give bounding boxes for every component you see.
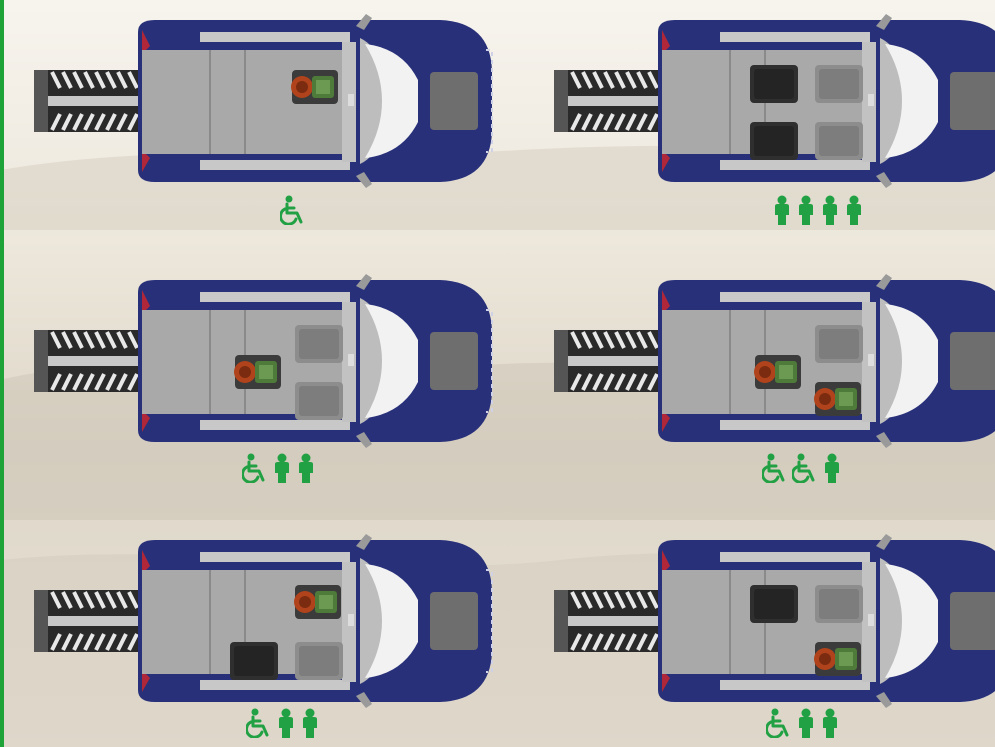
vehicle-config-5 [30,530,500,712]
person-icon [822,453,842,483]
wheelchair-user [294,585,341,619]
capacity-icons-config-4 [762,453,842,483]
front-seat [295,382,343,420]
wheelchair-icon [242,453,268,483]
ramp [34,70,148,132]
person-icon [296,453,316,483]
person-icon [272,453,292,483]
capacity-icons-config-6 [766,708,840,738]
front-seat [815,585,863,623]
person-icon [796,708,816,738]
van-body [138,534,492,708]
capacity-icons-config-5 [246,708,320,738]
person-icon [772,195,792,225]
front-seat [815,325,863,363]
person-icon [844,195,864,225]
ramp [554,590,668,652]
wheelchair-user [291,70,338,104]
wheelchair-icon [766,708,792,738]
capacity-icons-config-3 [242,453,316,483]
capacity-icons-config-1 [280,195,306,225]
front-seat [295,325,343,363]
capacity-icons-config-2 [772,195,864,225]
vehicle-config-6 [550,530,995,712]
person-icon [300,708,320,738]
wheelchair-user [754,355,801,389]
ramp [34,330,148,392]
rear-seat [750,122,798,160]
rear-seat [230,642,278,680]
wheelchair-icon [762,453,788,483]
person-icon [820,708,840,738]
front-seat [815,122,863,160]
person-icon [796,195,816,225]
wheelchair-icon [280,195,306,225]
front-seat [295,642,343,680]
vehicle-config-3 [30,270,500,452]
ramp [554,70,668,132]
ramp [34,590,148,652]
ramp [554,330,668,392]
wheelchair-icon [792,453,818,483]
wheelchair-user [814,642,861,676]
wheelchair-user [234,355,281,389]
front-seat [815,65,863,103]
rear-seat [750,585,798,623]
wheelchair-icon [246,708,272,738]
vehicle-config-4 [550,270,995,452]
left-accent-edge [0,0,4,747]
vehicle-config-1 [30,10,500,192]
person-icon [276,708,296,738]
person-icon [820,195,840,225]
rear-seat [750,65,798,103]
wheelchair-user [814,382,861,416]
vehicle-config-2 [550,10,995,192]
